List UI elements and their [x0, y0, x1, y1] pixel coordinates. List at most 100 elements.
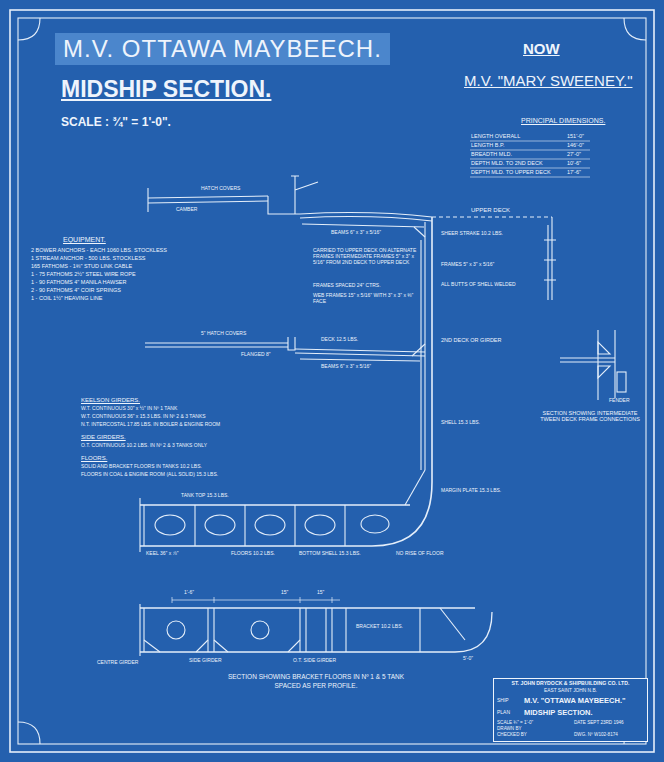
title-block-text: MIDSHIP SECTION.: [524, 709, 593, 717]
drawing-label: SPACED AS PER PROFILE.: [190, 682, 442, 689]
drawing-label: SCALE : ¾" = 1'-0".: [60, 116, 172, 130]
drawing-label: MARGIN PLATE 15.3 LBS.: [440, 488, 502, 494]
tween-frame-detail-part: [617, 372, 626, 392]
upper-deck-part: [148, 196, 268, 198]
side-shell-part: [140, 217, 432, 546]
title-block-text: DRAWN BY: [497, 726, 522, 731]
tween-frame-detail-part: [598, 330, 615, 400]
bracket-floor-section-part: [208, 608, 214, 652]
tween-deck: [145, 337, 425, 361]
drawing-label: 146'-0": [566, 142, 585, 148]
bracket-floor-section-part: [172, 600, 340, 601]
drawing-label: 5" HATCH COVERS: [200, 331, 247, 337]
drawing-label: FLOORS.: [80, 455, 108, 462]
upper-deck-part: [148, 201, 268, 203]
drawing-label: W.T. CONTINUOUS 30" x ½" IN Nº 1 TANK: [80, 406, 178, 412]
drawing-label: 1 - 75 FATHOMS 2½" STEEL WIRE ROPE: [30, 271, 137, 277]
drawing-label: 2ND DECK OR GIRDER: [440, 337, 503, 343]
double-bottom-part: [143, 505, 144, 546]
title-block-text: SCALE ¾" = 1'-0": [497, 720, 533, 725]
upper-deck-part: [300, 217, 432, 221]
drawing-label: FLANGED 8": [240, 352, 272, 358]
drawing-label: 15": [316, 590, 325, 596]
drawing-label: O.T. CONTINUOUS 10.2 LBS. IN Nº 2 & 3 TA…: [80, 443, 208, 449]
title-block-text: PLAN: [497, 710, 510, 716]
drawing-label: W.T. CONTINUOUS 36" x 15.3 LBS. IN Nº 2 …: [80, 414, 207, 420]
drawing-label: 10'-6": [566, 160, 582, 166]
bracket-floor-section-part: [440, 608, 465, 640]
upper-deck-part: [302, 224, 424, 227]
drawing-label: MIDSHIP SECTION.: [60, 76, 272, 102]
drawing-label: DEPTH MLD. TO UPPER DECK: [470, 169, 552, 175]
bracket-floor-section-part: [140, 612, 492, 652]
double-bottom-part: [194, 505, 195, 546]
drawing-label: SIDE GIRDER: [188, 658, 223, 664]
drawing-label: 15": [280, 590, 289, 596]
double-bottom-part: [361, 515, 389, 533]
title-block-text: EAST SAINT JOHN N.B.: [494, 688, 647, 693]
side-shell: [140, 217, 432, 546]
side-shell-part: [420, 240, 421, 470]
drawing-label: 1 STREAM ANCHOR - 500 LBS. STOCKLESS: [30, 255, 147, 261]
drawing-label: FLOORS IN COAL & ENGINE ROOM (ALL SOLID)…: [80, 472, 219, 478]
drawing-label: CENTRE GIRDER: [96, 660, 139, 666]
upper-deck-part: [291, 176, 318, 214]
tween-frame-detail-part: [560, 358, 615, 362]
double-bottom-part: [255, 515, 285, 535]
drawing-label: DEPTH MLD. TO 2ND DECK: [470, 160, 544, 166]
drawing-label: 1'-6": [183, 590, 195, 596]
drawing-label: N.T. INTERCOSTAL 17.85 LBS. IN BOILER & …: [80, 422, 221, 428]
drawing-label: 5'-0": [462, 656, 474, 662]
bracket-floor-section-part: [326, 608, 332, 652]
drawing-label: FLOORS 10.2 LBS.: [230, 551, 276, 557]
double-bottom-part: [294, 505, 295, 546]
title-block-text: DATE SEPT 23RD 1946: [574, 720, 624, 725]
dimension-rules-part: [470, 177, 590, 178]
title-block-text: DWG. Nº W102-8174: [574, 732, 618, 737]
drawing-label: SHEER STRAKE 10.2 LBS.: [440, 231, 504, 237]
bracket-floor-section-part: [346, 608, 420, 652]
side-frame-view-part: [548, 217, 552, 300]
tween-frame-detail-part: [598, 342, 610, 354]
drawing-label: O.T. SIDE GIRDER: [292, 658, 337, 664]
side-frame-view: [544, 217, 556, 300]
double-bottom-part: [244, 505, 245, 546]
bracket-floor-section-part: [140, 604, 144, 656]
drawing-label: 2 - 90 FATHOMS 4" COIR SPRINGS: [30, 287, 122, 293]
drawing-label: EQUIPMENT.: [62, 236, 107, 244]
drawing-label: M.V. "MARY SWEENEY.": [463, 72, 634, 89]
drawing-label: HATCH COVERS: [200, 186, 241, 192]
sheet-border-part: [18, 18, 646, 744]
drawing-label: PRINCIPAL DIMENSIONS.: [520, 117, 606, 125]
drawing-label: LENGTH OVERALL: [470, 133, 521, 139]
drawing-label: CARRIED TO UPPER DECK ON ALTERNATE FRAME…: [312, 248, 420, 265]
bracket-floor-section-part: [251, 621, 269, 639]
drawing-label: FENDER: [608, 398, 631, 404]
drawing-label: UPPER DECK: [470, 207, 511, 214]
double-bottom-part: [155, 515, 185, 535]
bracket-floor-section: [140, 597, 492, 656]
double-bottom: [140, 498, 410, 552]
upper-deck-part: [432, 216, 552, 217]
sheet-border-part: [18, 722, 40, 744]
drawing-label: SIDE GIRDERS.: [80, 434, 127, 441]
drawing-label: DECK 12.5 LBS.: [320, 337, 359, 343]
sheet-border-part: [10, 10, 654, 752]
drawing-label: 17'-6": [566, 169, 582, 175]
drawing-label: CAMBER: [175, 207, 198, 213]
tween-deck-part: [412, 344, 425, 356]
drawing-label: FRAMES 5" x 3" x 5/16": [440, 262, 495, 268]
bracket-floor-section-part: [167, 621, 185, 639]
bracket-floor-section-part: [140, 607, 475, 608]
tween-deck-part: [295, 349, 425, 356]
tween-frame-detail-part: [598, 366, 610, 378]
side-frame-view-part: [544, 240, 556, 280]
double-bottom-part: [205, 515, 235, 535]
side-shell-part: [405, 470, 425, 505]
tween-deck-part: [300, 359, 420, 361]
drawing-label: 151'-0": [566, 133, 585, 139]
bracket-floor-section-part: [144, 640, 300, 652]
drawing-label: BEAMS 6" x 3" x 5/16": [330, 230, 382, 236]
drawing-label: 165 FATHOMS - 1⅜" STUD LINK CABLE: [30, 263, 133, 269]
